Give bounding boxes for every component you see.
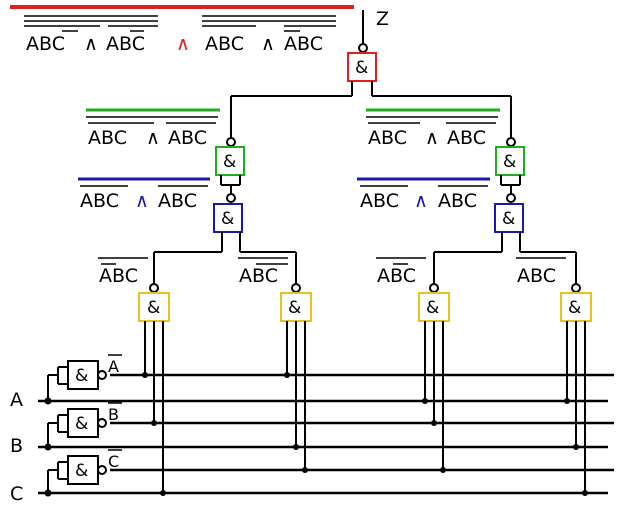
left-blue-and-gate: &: [213, 203, 243, 233]
svg-text:∧: ∧: [414, 190, 428, 212]
svg-text:&: &: [568, 298, 581, 318]
right-blue-and-gate: &: [494, 203, 524, 233]
output-bubble: [358, 43, 368, 53]
not-b-label: B: [108, 405, 119, 424]
svg-text:&: &: [223, 152, 236, 172]
junction-dots: [44, 372, 588, 497]
right-green-formula: ABC ∧ ABC: [366, 108, 500, 149]
inverter-b: [47, 408, 107, 447]
left-blue-formula: ABC ∧ ABC: [78, 177, 210, 212]
svg-text:ABC: ABC: [517, 265, 556, 287]
minterm-and-gate-4: &: [560, 292, 592, 322]
svg-text:&: &: [355, 58, 368, 78]
svg-text:&: &: [147, 298, 160, 318]
wedge-2: ∧: [261, 33, 275, 55]
svg-text:&: &: [75, 461, 88, 481]
minterm-label-4: ABC: [516, 257, 566, 287]
right-green-term-2: ABC: [447, 127, 486, 149]
left-blue-term-2: ABC: [158, 190, 197, 212]
right-blue-term-1: ABC: [360, 190, 399, 212]
top-term-1: ABC: [26, 33, 65, 55]
output-label-z: Z: [376, 8, 389, 30]
not-c-label: C: [108, 452, 119, 471]
right-green-and-gate: &: [495, 146, 525, 176]
svg-text:&: &: [221, 209, 234, 229]
inverter-c: [47, 455, 107, 493]
svg-text:&: &: [502, 209, 515, 229]
svg-text:ABC: ABC: [99, 265, 138, 287]
right-blue-formula: ABC ∧ ABC: [357, 177, 490, 212]
svg-text:∧: ∧: [425, 127, 439, 149]
svg-text:ABC: ABC: [377, 265, 416, 287]
input-label-c: C: [10, 483, 23, 505]
not-a-label: A: [108, 357, 119, 376]
minterm-and-gate-3: &: [418, 292, 450, 322]
right-blue-term-2: ABC: [438, 190, 477, 212]
left-green-formula: ABC ∧ ABC: [86, 108, 220, 149]
left-blue-term-1: ABC: [80, 190, 119, 212]
svg-text:ABC: ABC: [239, 265, 278, 287]
svg-text:&: &: [75, 366, 88, 386]
left-green-and-gate: &: [215, 146, 245, 176]
minterm-label-1: ABC: [98, 257, 148, 287]
top-term-2: ABC: [106, 33, 145, 55]
right-green-term-1: ABC: [368, 127, 407, 149]
svg-text:&: &: [426, 298, 439, 318]
svg-text:&: &: [75, 414, 88, 434]
minterm-label-3: ABC: [376, 257, 426, 287]
input-label-a: A: [10, 389, 23, 411]
final-and-gate: &: [347, 52, 377, 82]
svg-text:&: &: [503, 152, 516, 172]
minterm-label-2: ABC: [238, 257, 288, 287]
top-term-3: ABC: [205, 33, 244, 55]
top-term-4: ABC: [284, 33, 323, 55]
input-label-b: B: [10, 435, 23, 457]
wedge-1: ∧: [84, 33, 98, 55]
red-wedge: ∧: [176, 33, 190, 55]
top-formula: ABC ∧ ABC ∧ ABC ∧ ABC: [10, 5, 354, 55]
minterm-and-gate-2: &: [280, 292, 312, 322]
left-green-term-1: ABC: [88, 127, 127, 149]
left-green-term-2: ABC: [168, 127, 207, 149]
minterm-and-gate-1: &: [138, 292, 170, 322]
svg-text:∧: ∧: [146, 127, 160, 149]
inverter-a: [47, 360, 107, 401]
svg-text:∧: ∧: [135, 190, 149, 212]
input-bus: [38, 373, 614, 495]
svg-text:&: &: [288, 298, 301, 318]
